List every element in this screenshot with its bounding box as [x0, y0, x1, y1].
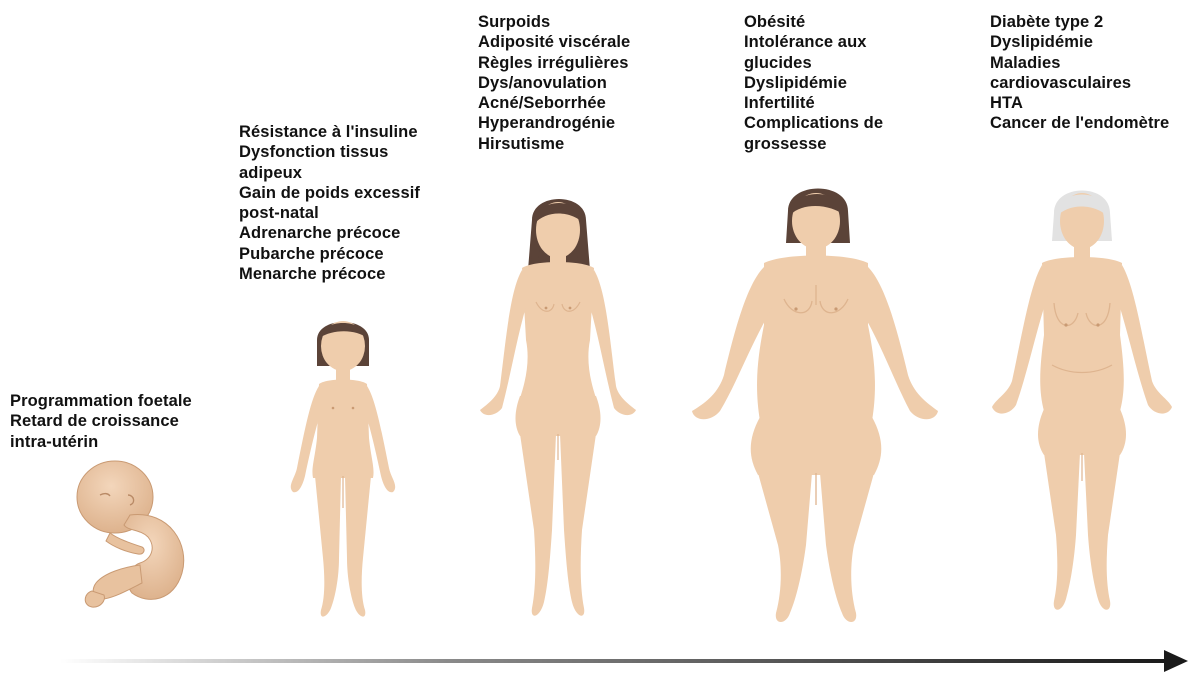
stage-label-elderly-woman: Diabète type 2 Dyslipidémie Maladies car… [990, 12, 1169, 134]
adult-woman-obese-icon [688, 185, 940, 633]
young-woman-icon [474, 190, 640, 630]
stage-line: Pubarche précoce [239, 244, 420, 264]
stage-line: HTA [990, 93, 1169, 113]
stage-line: Complications de [744, 113, 883, 133]
stage-line: cardiovasculaires [990, 73, 1169, 93]
stage-line: Diabète type 2 [990, 12, 1169, 32]
stage-line: Hirsutisme [478, 134, 630, 154]
stage-line: Retard de croissance [10, 411, 192, 431]
stage-line: Surpoids [478, 12, 630, 32]
stage-line: adipeux [239, 163, 420, 183]
stage-label-young-woman: Surpoids Adiposité viscérale Règles irré… [478, 12, 630, 154]
stage-line: Adrenarche précoce [239, 223, 420, 243]
stage-label-fetus: Programmation foetale Retard de croissan… [10, 391, 192, 452]
arrow-right-icon [60, 650, 1190, 672]
girl-child-icon [275, 308, 410, 628]
stage-line: glucides [744, 53, 883, 73]
stage-line: Adiposité viscérale [478, 32, 630, 52]
stage-label-child: Résistance à l'insuline Dysfonction tiss… [239, 122, 420, 284]
fetus-icon [70, 455, 195, 615]
stage-line: Hyperandrogénie [478, 113, 630, 133]
stage-line: Infertilité [744, 93, 883, 113]
stage-line: Dyslipidémie [744, 73, 883, 93]
stage-line: Acné/Seborrhée [478, 93, 630, 113]
stage-line: Règles irrégulières [478, 53, 630, 73]
stage-line: Programmation foetale [10, 391, 192, 411]
stage-line: grossesse [744, 134, 883, 154]
stage-line: intra-utérin [10, 432, 192, 452]
elderly-woman-icon [990, 185, 1176, 625]
stage-line: Menarche précoce [239, 264, 420, 284]
stage-line: Obésité [744, 12, 883, 32]
stage-line: Cancer de l'endomètre [990, 113, 1169, 133]
stage-line: Dys/anovulation [478, 73, 630, 93]
stage-line: Maladies [990, 53, 1169, 73]
stage-line: Dysfonction tissus [239, 142, 420, 162]
stage-label-adult-woman: Obésité Intolérance aux glucides Dyslipi… [744, 12, 883, 154]
stage-line: post-natal [239, 203, 420, 223]
stage-line: Gain de poids excessif [239, 183, 420, 203]
stage-line: Résistance à l'insuline [239, 122, 420, 142]
stage-line: Dyslipidémie [990, 32, 1169, 52]
stage-line: Intolérance aux [744, 32, 883, 52]
